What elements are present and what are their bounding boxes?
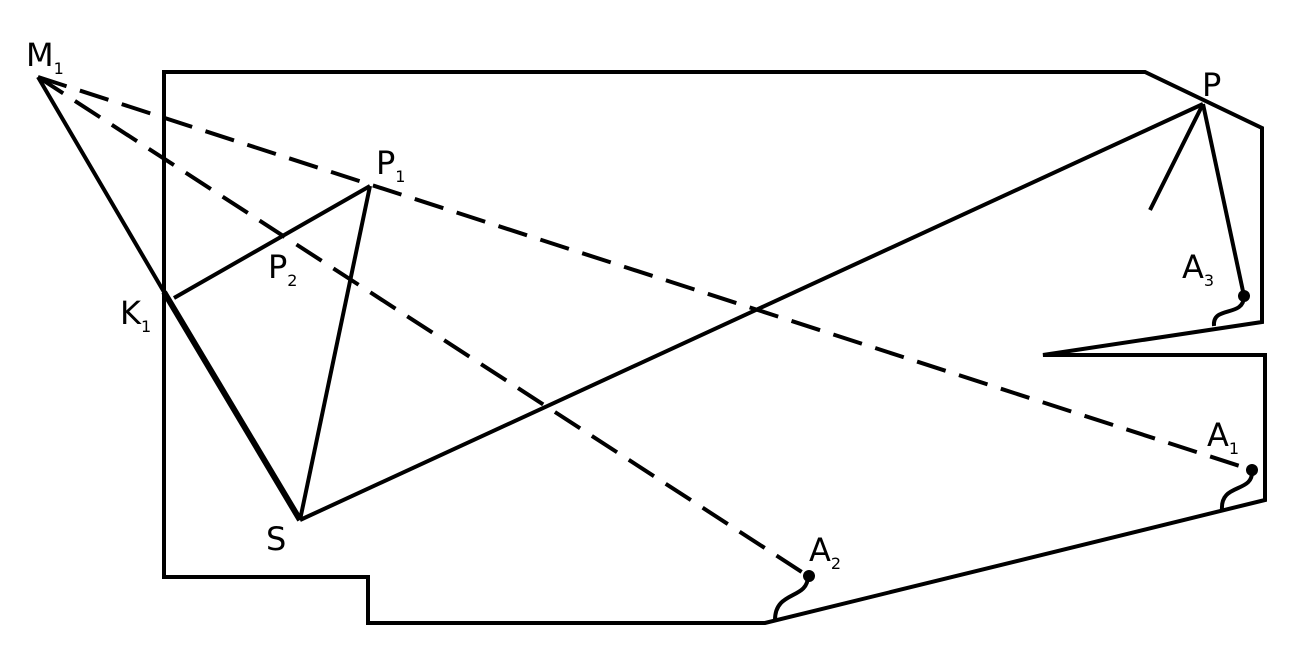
line-s-p	[299, 102, 1204, 522]
point-a3	[1238, 290, 1250, 302]
label-s: S	[266, 520, 286, 558]
line-k1-s	[161, 290, 303, 522]
stand-a2	[773, 575, 810, 621]
line-m1-k1	[36, 75, 166, 294]
label-a3: A3	[1182, 248, 1214, 290]
line-p-a3	[1201, 103, 1246, 297]
label-p: P	[1202, 66, 1221, 104]
label-m1: M1	[26, 36, 64, 78]
room-outline	[162, 70, 1267, 625]
stand-a3	[1212, 295, 1246, 327]
stand-a1	[1219, 469, 1255, 511]
dashed-line-m1-a2	[36, 75, 810, 578]
line-k1-p1	[173, 184, 371, 300]
label-a1: A1	[1207, 416, 1239, 458]
line-p1-s	[298, 185, 372, 521]
point-a2	[803, 570, 815, 582]
label-k1: K1	[120, 294, 151, 336]
point-a1	[1246, 464, 1258, 476]
label-p1: P1	[376, 144, 405, 186]
label-p2: P2	[268, 248, 297, 290]
label-a2: A2	[809, 531, 841, 573]
dashed-line-m1-a1	[37, 75, 1253, 472]
line-p-ray	[1148, 103, 1205, 211]
